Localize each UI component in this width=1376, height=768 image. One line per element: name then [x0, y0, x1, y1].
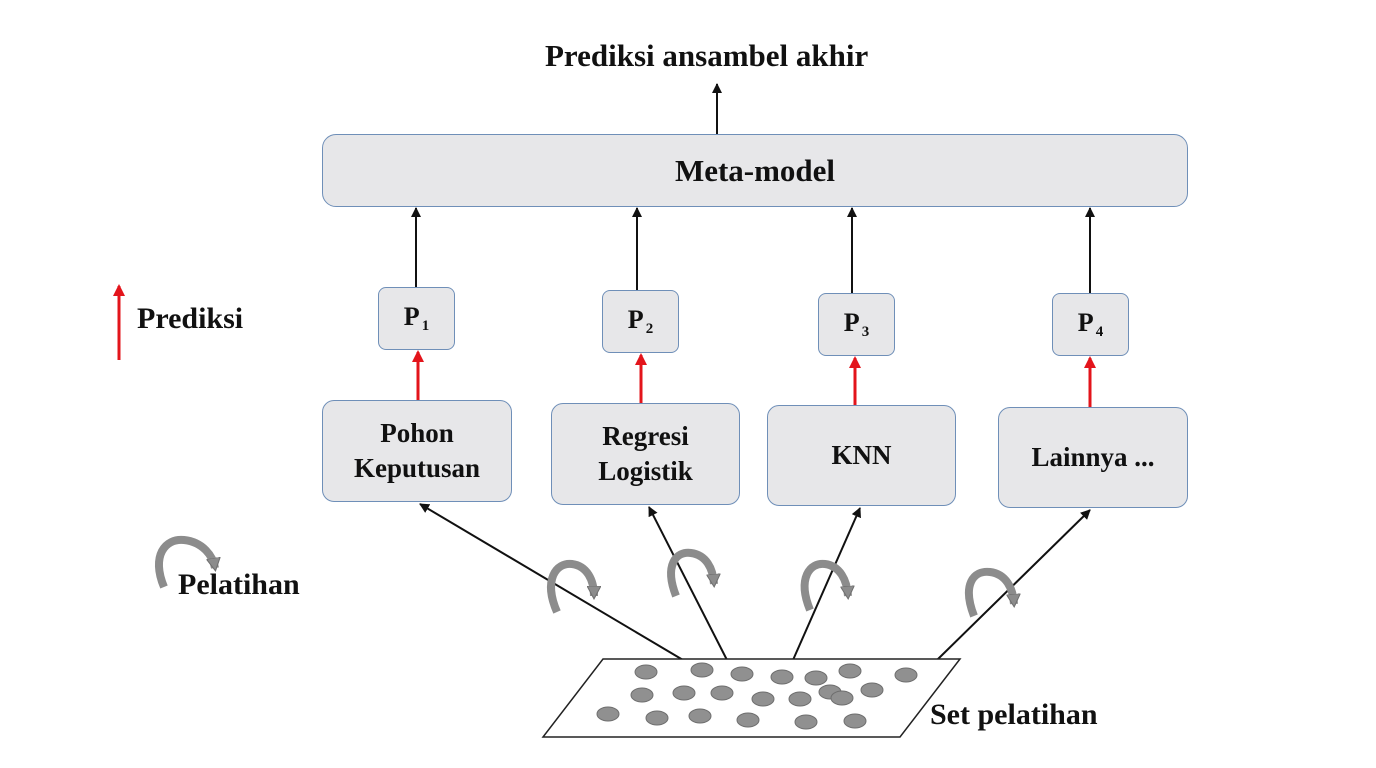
data-point — [690, 662, 714, 678]
training-icon-1 — [547, 559, 594, 614]
data-point — [830, 690, 854, 706]
data-point — [894, 667, 918, 683]
meta-model-box: Meta-model — [322, 134, 1188, 207]
data-point — [596, 706, 620, 722]
meta-model-label: Meta-model — [674, 152, 836, 188]
model-box-knn: KNN — [767, 405, 956, 506]
data-point — [788, 691, 812, 707]
data-point — [736, 712, 760, 728]
data-point — [645, 710, 669, 726]
model-label-decision-tree-line1: Pohon — [380, 418, 454, 448]
data-point — [751, 691, 775, 707]
data-point — [770, 669, 794, 685]
training-icon-2 — [667, 548, 714, 598]
legend-prediction-label: Prediksi — [137, 302, 244, 335]
data-point — [634, 664, 658, 680]
model-label-knn: KNN — [831, 440, 892, 470]
training-icon-4 — [965, 567, 1014, 618]
legend-training-label: Pelatihan — [178, 568, 300, 601]
training-icon-3 — [800, 559, 848, 612]
data-point — [838, 663, 862, 679]
model-label-logistic-regression-line2: Logistik — [598, 456, 693, 486]
model-box-other: Lainnya ... — [998, 407, 1188, 508]
data-point — [688, 708, 712, 724]
training-arrow-3 — [792, 507, 861, 661]
training-set-label: Set pelatihan — [930, 698, 1098, 731]
data-point — [730, 666, 754, 682]
data-point — [710, 685, 734, 701]
data-point — [843, 713, 867, 729]
legend-training-icon — [155, 535, 215, 589]
model-label-other: Lainnya ... — [1031, 442, 1155, 472]
data-point — [860, 682, 884, 698]
model-label-logistic-regression-line1: Regresi — [602, 421, 689, 451]
model-label-decision-tree-line2: Keputusan — [353, 453, 481, 483]
data-point — [794, 714, 818, 730]
training-arrow-2 — [648, 506, 728, 661]
data-point — [804, 670, 828, 686]
data-point — [630, 687, 654, 703]
diagram-title: Prediksi ansambel akhir — [545, 38, 869, 73]
training-set-dots — [596, 662, 918, 730]
data-point — [672, 685, 696, 701]
